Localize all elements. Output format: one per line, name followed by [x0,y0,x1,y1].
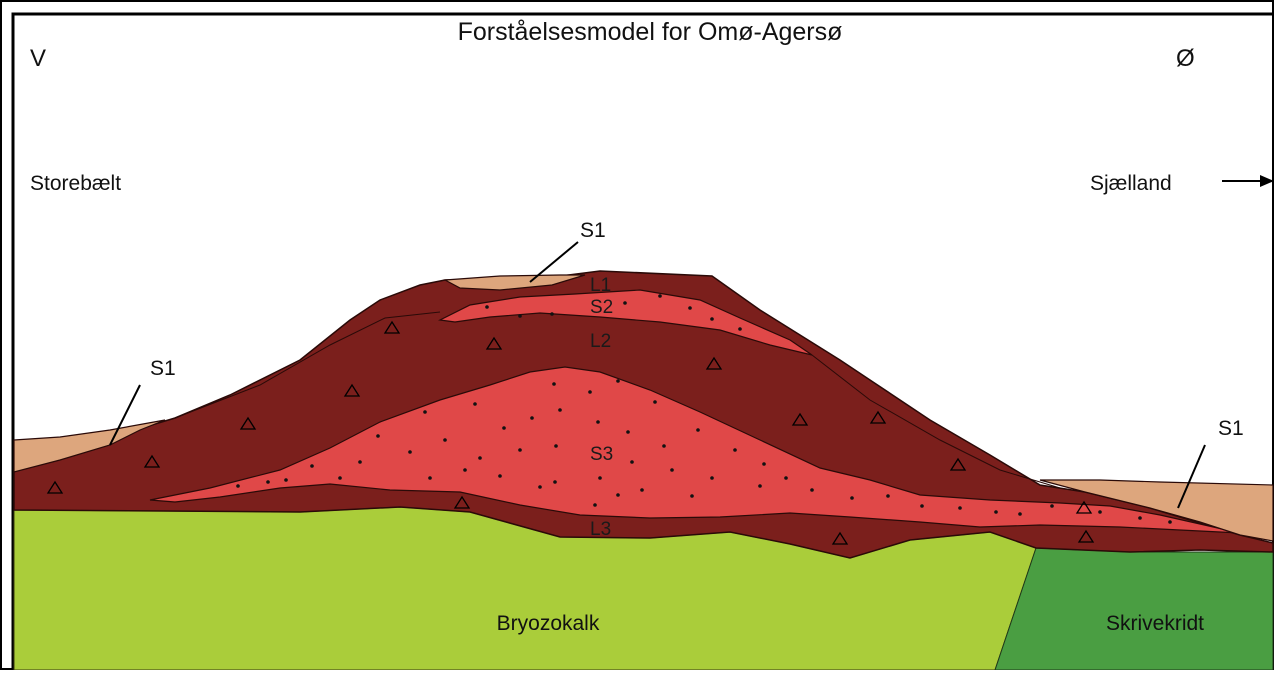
s1-right-label: S1 [1218,417,1244,440]
sand-dot-symbol [588,390,592,394]
storebaelt-label: Storebælt [30,172,121,195]
sand-dot-symbol [696,428,700,432]
sand-dot-symbol [958,506,962,510]
sand-dot-symbol [463,468,467,472]
sand-dot-symbol [710,476,714,480]
sand-dot-symbol [530,416,534,420]
sand-dot-symbol [710,317,714,321]
sand-dot-symbol [478,456,482,460]
l2-label: L2 [590,331,611,352]
sand-dot-symbol [266,480,270,484]
sand-dot-symbol [653,400,657,404]
sand-dot-symbol [553,480,557,484]
bryozokalk-label: Bryozokalk [497,612,600,635]
sand-dot-symbol [1098,510,1102,514]
sand-dot-symbol [886,494,890,498]
sand-dot-symbol [762,462,766,466]
sand-dot-symbol [758,484,762,488]
sand-dot-symbol [358,460,362,464]
l3-label: L3 [590,519,611,540]
sand-dot-symbol [502,426,506,430]
sand-dot-symbol [473,402,477,406]
sand-dot-symbol [423,410,427,414]
s3-label: S3 [590,444,613,465]
sand-dot-symbol [630,460,634,464]
sand-dot-symbol [616,379,620,383]
sand-dot-symbol [443,438,447,442]
sand-dot-symbol [1168,520,1172,524]
sand-dot-symbol [626,430,630,434]
s1-left-label: S1 [150,357,176,380]
sand-dot-symbol [850,496,854,500]
sand-dot-symbol [1138,516,1142,520]
sand-dot-symbol [554,444,558,448]
sand-dot-symbol [558,408,562,412]
sand-dot-symbol [1050,504,1054,508]
sand-dot-symbol [598,476,602,480]
east-direction-label: Ø [1176,45,1195,72]
s1-top-label: S1 [580,219,606,242]
sand-dot-symbol [310,464,314,468]
diagram-title: Forståelsesmodel for Omø-Agersø [458,18,843,46]
sand-dot-symbol [408,450,412,454]
sand-dot-symbol [284,478,288,482]
l1-label: L1 [590,275,611,296]
sand-dot-symbol [623,301,627,305]
sand-dot-symbol [1018,512,1022,516]
sand-dot-symbol [640,488,644,492]
sand-dot-symbol [784,476,788,480]
sand-dot-symbol [338,476,342,480]
sand-dot-symbol [690,494,694,498]
west-direction-label: V [30,45,46,72]
sand-dot-symbol [616,493,620,497]
sand-dot-symbol [518,314,522,318]
sand-dot-symbol [994,510,998,514]
sand-dot-symbol [550,312,554,316]
sand-dot-symbol [538,485,542,489]
skrivekridt-label: Skrivekridt [1106,612,1204,635]
s2-label: S2 [590,297,613,318]
sand-dot-symbol [498,474,502,478]
sand-dot-symbol [662,444,666,448]
sand-dot-symbol [428,476,432,480]
sand-dot-symbol [810,488,814,492]
sand-dot-symbol [518,448,522,452]
sand-dot-symbol [376,434,380,438]
sand-dot-symbol [920,504,924,508]
sand-dot-symbol [596,420,600,424]
sjaelland-label: Sjælland [1090,172,1172,195]
sand-dot-symbol [733,448,737,452]
sand-dot-symbol [236,484,240,488]
sand-dot-symbol [593,503,597,507]
sand-dot-symbol [688,306,692,310]
sand-dot-symbol [738,327,742,331]
sand-dot-symbol [658,294,662,298]
sand-dot-symbol [670,468,674,472]
skrivekridt-layer [995,548,1273,670]
sand-dot-symbol [485,305,489,309]
sand-dot-symbol [552,382,556,386]
